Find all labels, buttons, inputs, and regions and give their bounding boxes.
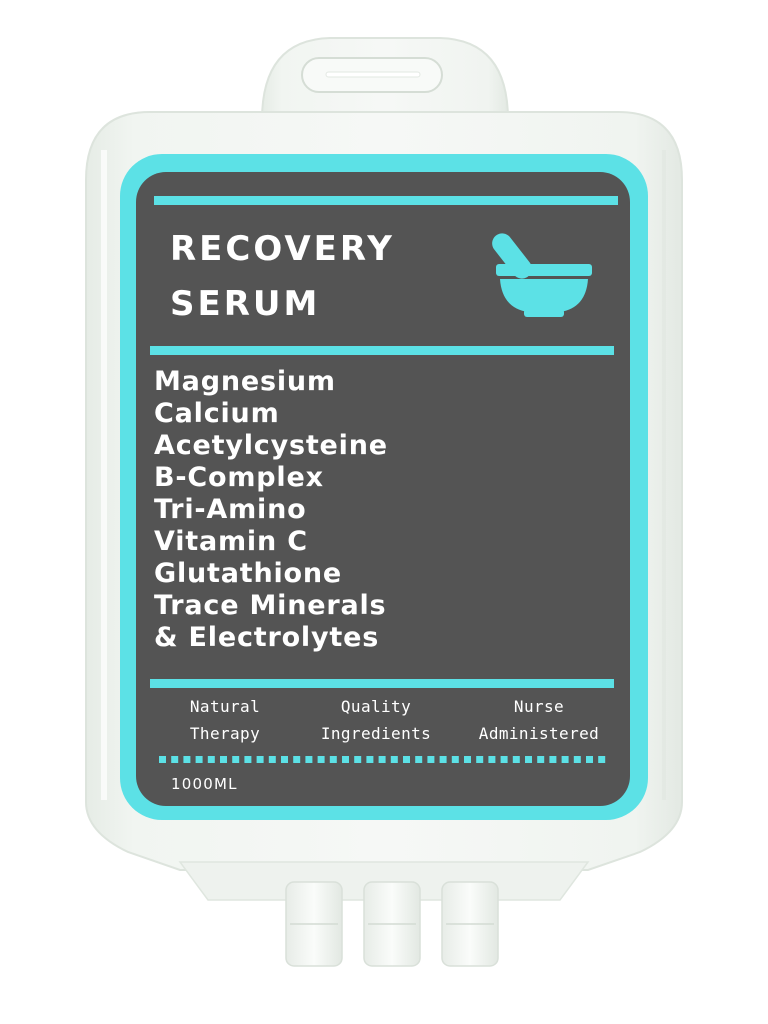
divider-dot bbox=[305, 756, 313, 763]
ingredient-item: Acetylcysteine bbox=[154, 430, 388, 461]
divider-dot bbox=[403, 756, 410, 763]
feature-quality-ingredients: Quality Ingredients bbox=[301, 693, 451, 747]
feature-line: Administered bbox=[478, 724, 600, 743]
volume-label: 1000ML bbox=[171, 775, 238, 793]
divider-dot bbox=[268, 756, 276, 763]
divider-dot bbox=[549, 756, 557, 763]
divider-dot bbox=[476, 756, 484, 763]
feature-line: Nurse bbox=[513, 697, 565, 716]
divider-dot bbox=[329, 756, 337, 763]
divider-dot bbox=[427, 756, 435, 763]
divider-dot bbox=[354, 756, 362, 763]
ingredient-item: Calcium bbox=[154, 398, 280, 429]
mortar-and-pestle-icon bbox=[492, 233, 592, 317]
ingredient-item: B-Complex bbox=[154, 462, 324, 493]
divider-dot bbox=[378, 756, 386, 763]
divider-dot bbox=[537, 756, 545, 763]
label-panel bbox=[136, 172, 630, 806]
divider-dot bbox=[159, 756, 166, 763]
divider-dot bbox=[366, 756, 374, 763]
feature-nurse-administered: Nurse Administered bbox=[464, 693, 614, 747]
ingredients-list: Magnesium Calcium Acetylcysteine B-Compl… bbox=[154, 366, 388, 654]
divider-dot bbox=[488, 756, 496, 763]
feature-line: Ingredients bbox=[320, 724, 432, 743]
label-mid-rule bbox=[150, 346, 614, 355]
ingredient-item: Tri-Amino bbox=[154, 494, 307, 525]
feature-line: Natural bbox=[189, 697, 261, 716]
divider-dot bbox=[573, 756, 581, 763]
dotted-divider bbox=[159, 756, 606, 763]
ingredient-item: & Electrolytes bbox=[154, 622, 380, 653]
divider-dot bbox=[586, 756, 593, 763]
feature-line: Quality bbox=[340, 697, 412, 716]
divider-dot bbox=[415, 756, 423, 763]
product-title-line-1: RECOVERY bbox=[170, 229, 395, 269]
divider-dot bbox=[390, 756, 398, 763]
divider-dot bbox=[220, 756, 227, 763]
ingredient-item: Vitamin C bbox=[154, 526, 308, 557]
divider-dot bbox=[244, 756, 252, 763]
divider-dot bbox=[464, 756, 471, 763]
divider-dot bbox=[561, 756, 569, 763]
divider-dot bbox=[171, 756, 179, 763]
divider-dot bbox=[598, 756, 606, 763]
ingredient-item: Magnesium bbox=[154, 366, 336, 397]
divider-dot bbox=[500, 756, 508, 763]
feature-natural-therapy: Natural Therapy bbox=[150, 693, 300, 747]
divider-dot bbox=[317, 756, 325, 763]
divider-dot bbox=[207, 756, 215, 763]
divider-dot bbox=[256, 756, 264, 763]
ingredient-item: Glutathione bbox=[154, 558, 343, 589]
divider-dot bbox=[439, 756, 447, 763]
divider-dot bbox=[195, 756, 203, 763]
divider-dot bbox=[281, 756, 288, 763]
divider-dot bbox=[451, 756, 459, 763]
product-title-line-2: SERUM bbox=[170, 284, 321, 324]
divider-dot bbox=[293, 756, 301, 763]
label-top-rule bbox=[154, 196, 618, 205]
label-lower-rule bbox=[150, 679, 614, 688]
divider-dot bbox=[525, 756, 532, 763]
ingredient-item: Trace Minerals bbox=[154, 590, 387, 621]
divider-dot bbox=[342, 756, 349, 763]
divider-dot bbox=[183, 756, 191, 763]
feature-line: Therapy bbox=[189, 724, 261, 743]
bag-ports bbox=[285, 881, 499, 967]
divider-dot bbox=[232, 756, 240, 763]
divider-dot bbox=[512, 756, 520, 763]
